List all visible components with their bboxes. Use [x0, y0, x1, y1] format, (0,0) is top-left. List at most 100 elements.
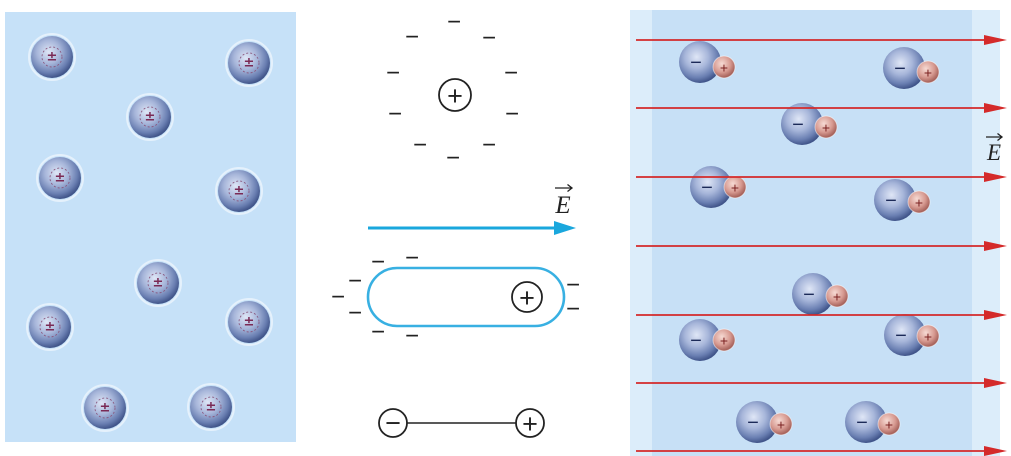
atom-charge-mark: ± — [153, 276, 164, 291]
field-line-arrowhead — [984, 103, 1007, 113]
electron-sign: − — [482, 132, 496, 159]
atom-halo — [81, 384, 129, 432]
field-line — [636, 172, 1007, 182]
positive-pole-sign: + — [915, 195, 923, 211]
neutral-atom: ± — [28, 33, 76, 81]
atom-sphere — [228, 301, 270, 343]
negative-pole-sign: − — [690, 330, 702, 352]
atom-charge-mark: ± — [100, 401, 111, 416]
atom-sphere — [84, 387, 126, 429]
vector-arrow-icon — [555, 183, 574, 193]
field-symbol-label: E — [986, 132, 1004, 165]
negative-pole-sign: − — [701, 177, 713, 199]
negative-pole-sign: − — [747, 412, 759, 434]
field-line-arrowhead — [984, 446, 1007, 456]
external-field-arrow — [368, 221, 576, 235]
electron-sign: − — [405, 323, 419, 350]
atom-charge-mark: ± — [244, 56, 255, 71]
nucleus-circle — [438, 78, 472, 112]
negative-pole-sign: − — [803, 284, 815, 306]
neutral-atom: ± — [215, 167, 263, 215]
positive-nucleus — [907, 190, 931, 214]
negative-pole-sign: − — [894, 58, 906, 80]
negative-charge-cloud — [883, 47, 925, 89]
positive-pole-circle — [515, 408, 545, 438]
electron-shell: −−−−−−−−−− — [386, 9, 519, 172]
neutral-atom: ± — [225, 298, 273, 346]
positive-nucleus — [769, 412, 793, 436]
electron-sign: − — [371, 249, 385, 276]
polarized-molecule: −+ — [736, 401, 793, 443]
negative-pole-sign: − — [385, 408, 401, 438]
atom-halo — [26, 303, 74, 351]
electron-sign: − — [482, 25, 496, 52]
polarized-molecule: −+ — [679, 41, 736, 83]
neutral-atom: ± — [126, 93, 174, 141]
electron-sign: − — [505, 101, 519, 128]
electron-sign: − — [504, 60, 518, 87]
negative-charge-cloud — [679, 41, 721, 83]
field-line — [636, 35, 1007, 45]
electron-sign: − — [413, 132, 427, 159]
atom-sphere — [129, 96, 171, 138]
neutral-atom: ± — [187, 383, 235, 431]
atom-sphere — [137, 262, 179, 304]
atom-halo — [187, 383, 235, 431]
negative-charge-cloud — [792, 273, 834, 315]
electron-sign: − — [405, 245, 419, 272]
electron-orbit — [228, 180, 250, 202]
field-line — [636, 310, 1007, 320]
negative-pole-sign: − — [885, 190, 897, 212]
positive-pole-sign: + — [720, 60, 728, 76]
field-symbol-label: E — [554, 183, 574, 219]
neutral-atom: ± — [225, 39, 273, 87]
electron-orbit — [147, 272, 169, 294]
electron-sign: − — [348, 268, 362, 295]
atom-sphere — [218, 170, 260, 212]
negative-pole-circle — [378, 408, 408, 438]
atom-charge-mark: ± — [234, 184, 245, 199]
atom-halo — [134, 259, 182, 307]
positive-pole-sign: + — [924, 329, 932, 345]
atom-sphere — [39, 157, 81, 199]
neutral-atoms: ±±±±±±±±±± — [26, 33, 273, 432]
polarized-molecule: −+ — [781, 103, 838, 145]
field-line-arrowhead — [984, 35, 1007, 45]
atom-halo — [215, 167, 263, 215]
polarized-molecule: −+ — [883, 47, 940, 89]
positive-nucleus — [723, 175, 747, 199]
electron-sign: − — [371, 319, 385, 346]
nucleus-circle — [511, 281, 543, 313]
electron-orbit — [238, 311, 260, 333]
displaced-electrons: −−−−−−−−− — [331, 245, 580, 350]
vector-arrow-icon — [986, 132, 1004, 142]
polarized-molecule: −+ — [792, 273, 849, 315]
electron-sign: − — [388, 101, 402, 128]
atom-charge-mark: ± — [145, 110, 156, 125]
field-line — [636, 446, 1007, 456]
field-line — [636, 241, 1007, 251]
negative-charge-cloud — [679, 319, 721, 361]
polarized-dielectric: −+−+−+−+−+−+−+−+−+−+ E — [630, 10, 1007, 456]
positive-nucleus — [916, 324, 940, 348]
polarized-molecule: −+ — [679, 319, 736, 361]
electron-sign: − — [386, 60, 400, 87]
positive-pole-sign: + — [522, 409, 538, 439]
atom-sphere — [228, 42, 270, 84]
nucleus-sign: + — [519, 283, 535, 313]
positive-pole-sign: + — [833, 289, 841, 305]
electron-sign: − — [348, 300, 362, 327]
field-line-arrowhead — [984, 378, 1007, 388]
field-symbol: E — [554, 192, 570, 219]
negative-charge-cloud — [874, 179, 916, 221]
negative-pole-sign: − — [792, 114, 804, 136]
nucleus-sign: + — [447, 81, 463, 111]
atom-halo — [126, 93, 174, 141]
electron-orbit — [39, 316, 61, 338]
electric-dipole: − + — [378, 408, 545, 439]
field-line — [636, 378, 1007, 388]
polarized-molecules: −+−+−+−+−+−+−+−+−+−+ — [679, 41, 940, 443]
positive-pole-sign: + — [822, 120, 830, 136]
positive-nucleus — [916, 60, 940, 84]
electron-sign: − — [447, 9, 461, 36]
